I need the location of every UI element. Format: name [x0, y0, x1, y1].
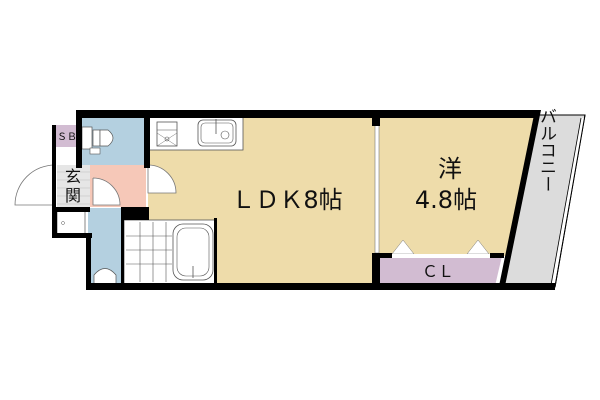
toilet-icon [81, 126, 114, 155]
sink-icon [197, 119, 237, 147]
washbasin-icon [93, 268, 117, 286]
entrance-door[interactable] [14, 164, 56, 206]
entrance-label-2: 関 [65, 186, 81, 205]
hall-door[interactable] [92, 177, 121, 206]
closet-label: ＣＬ [422, 262, 454, 281]
ldk-label: ＬＤＫ8帖 [231, 186, 342, 214]
balcony-label: バルコニー [536, 108, 556, 193]
room-closet [380, 256, 502, 286]
room-western [378, 116, 538, 256]
shoe-box-label: ＳＢ [57, 132, 77, 143]
room-washroom [88, 208, 123, 285]
stove-icon [156, 121, 178, 147]
small-storage [56, 209, 86, 236]
bathtub-icon [172, 223, 214, 281]
balcony [499, 114, 586, 288]
western-label-1: 洋 [438, 155, 462, 183]
western-label-2: 4.8帖 [415, 186, 477, 214]
shoe-box [54, 125, 80, 147]
kitchen-counter [147, 116, 244, 151]
entrance-label-1: 玄 [65, 167, 81, 186]
ldk-door[interactable] [147, 164, 177, 194]
sliding-door[interactable] [374, 124, 380, 254]
walls [52, 110, 555, 290]
